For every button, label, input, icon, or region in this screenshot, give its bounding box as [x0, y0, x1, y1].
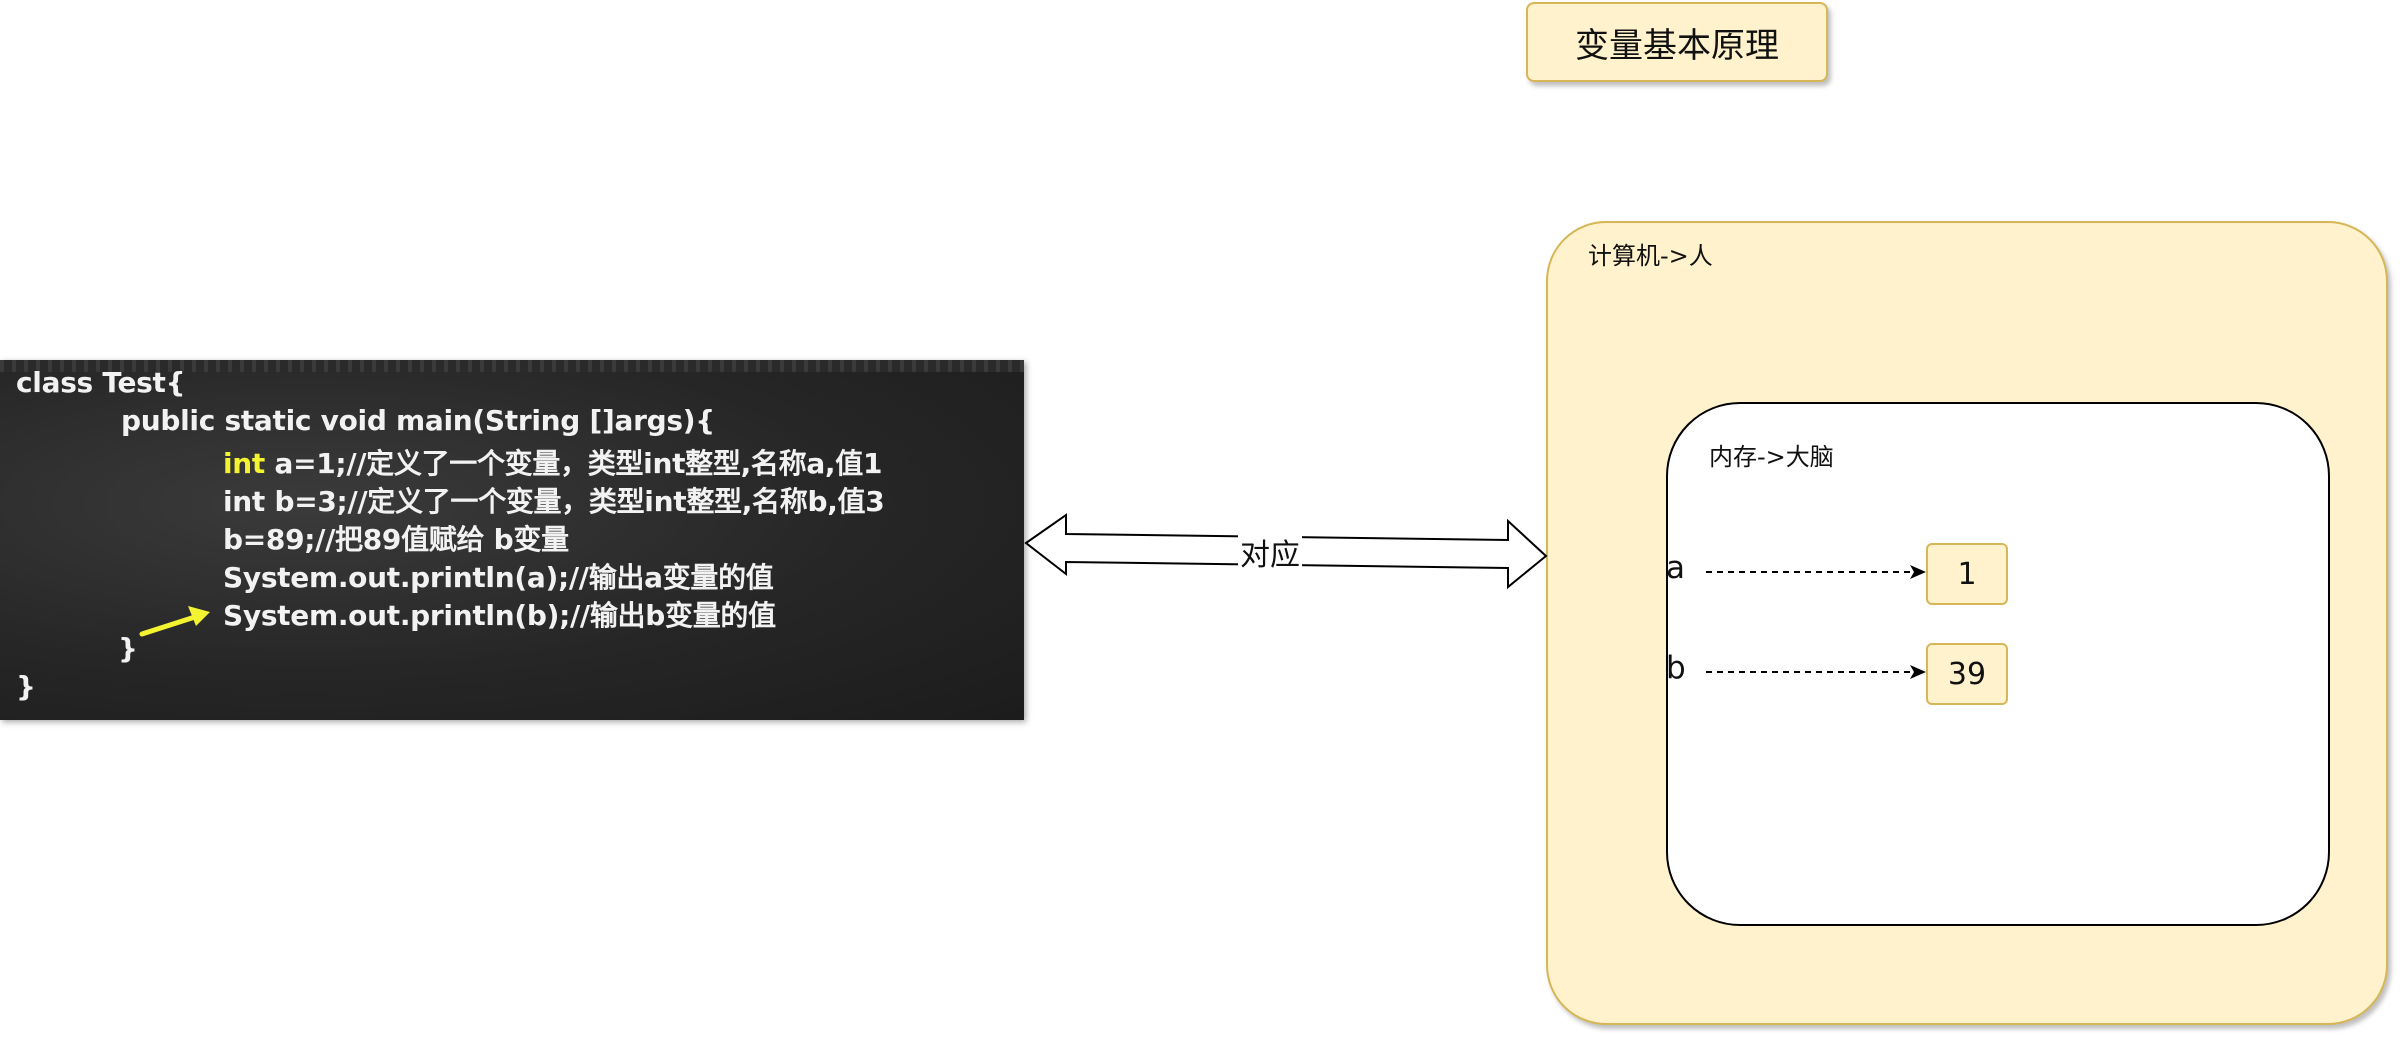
- arrow-a-to-value[interactable]: [1706, 565, 1926, 579]
- code-line-assign-b: b=89;//把89值赋给 b变量: [223, 523, 569, 556]
- computer-label: 计算机->人: [1588, 242, 1713, 270]
- mapping-label: 对应: [1238, 530, 1302, 574]
- code-panel: class Test{ public static void main(Stri…: [0, 360, 1024, 720]
- code-keyword-int: int: [223, 447, 266, 480]
- variable-a-label: a: [1666, 550, 1685, 586]
- variable-b-value-box[interactable]: 39: [1926, 643, 2008, 705]
- code-line-main: public static void main(String []args){: [121, 404, 715, 437]
- code-line-class: class Test{: [16, 366, 186, 399]
- variable-a-value-box[interactable]: 1: [1926, 543, 2008, 605]
- memory-label: 内存->大脑: [1709, 443, 1834, 471]
- code-line-print-a: System.out.println(a);//输出a变量的值: [223, 561, 774, 594]
- code-line-print-b: System.out.println(b);//输出b变量的值: [223, 599, 776, 632]
- code-line-close-class: }: [16, 670, 36, 703]
- arrow-b-to-value[interactable]: [1706, 665, 1926, 679]
- diagram-title[interactable]: 变量基本原理: [1526, 2, 1828, 82]
- yellow-pointer-arrow-icon: [139, 606, 210, 637]
- code-line-close-main: }: [118, 632, 138, 665]
- code-line-declare-b: int b=3;//定义了一个变量，类型int整型,名称b,值3: [223, 485, 885, 518]
- code-line-declare-a: int a=1;//定义了一个变量，类型int整型,名称a,值1: [223, 442, 882, 482]
- code-line-declare-a-text: a=1;//定义了一个变量，类型int整型,名称a,值1: [265, 447, 883, 480]
- variable-b-label: b: [1666, 650, 1686, 686]
